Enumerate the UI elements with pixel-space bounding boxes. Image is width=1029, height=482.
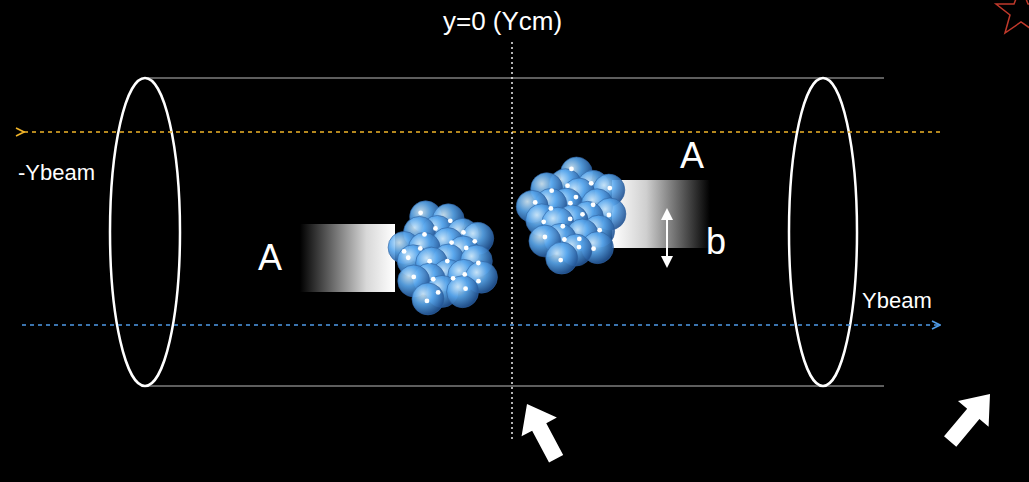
beam-axis: [24, 131, 940, 133]
parton-dot: [431, 277, 436, 282]
parton-dot: [422, 232, 427, 237]
parton-dot: [568, 201, 573, 206]
parton-dot: [418, 210, 423, 215]
parton-dot: [607, 213, 612, 218]
parton-dot: [577, 237, 582, 242]
parton-dot: [402, 249, 407, 254]
nucleus-label: A: [680, 138, 704, 174]
parton-dot: [568, 217, 573, 222]
parton-dot: [451, 276, 456, 281]
parton-dot: [542, 235, 547, 240]
parton-dot: [445, 259, 450, 264]
parton-dot: [565, 183, 570, 188]
parton-dot: [577, 245, 582, 250]
parton-dot: [425, 299, 430, 304]
midrapidity-line: [511, 42, 512, 440]
axis-label: -Ybeam: [18, 162, 95, 184]
cylinder-edge: [145, 386, 884, 387]
parton-dot: [448, 218, 453, 223]
parton-dot: [569, 167, 574, 172]
impact-parameter-label: b: [706, 224, 726, 260]
parton-dot: [464, 246, 469, 251]
star-mark: [996, 0, 1029, 33]
parton-dot: [574, 195, 579, 200]
pointer-arrow: [935, 381, 1005, 454]
parton-dot: [562, 237, 567, 242]
pointer-arrow: [509, 395, 573, 469]
parton-dot: [597, 228, 602, 233]
parton-dot: [476, 261, 481, 266]
nucleus-trail: [300, 224, 395, 292]
parton-dot: [472, 239, 477, 244]
cylinder-end: [789, 78, 857, 386]
parton-dot: [560, 224, 565, 229]
parton-dot: [427, 259, 432, 264]
parton-dot: [589, 181, 594, 186]
parton-dot: [418, 246, 423, 251]
parton-dot: [533, 200, 538, 205]
beam-axis: [22, 324, 940, 326]
parton-dot: [541, 219, 546, 224]
cylinder-end: [110, 78, 180, 386]
parton-dot: [476, 279, 481, 284]
parton-dot: [591, 202, 596, 207]
parton-dot: [548, 206, 553, 211]
parton-dot: [580, 212, 585, 217]
nucleus: [516, 157, 626, 274]
cylinder-edge: [145, 78, 884, 79]
nucleon: [412, 283, 444, 315]
axis-label: Ybeam: [862, 290, 932, 312]
nucleus: [388, 201, 497, 315]
parton-dot: [607, 186, 612, 191]
nucleon: [447, 276, 479, 308]
impact-parameter-arrow: [666, 214, 668, 262]
parton-dot: [463, 286, 468, 291]
parton-dot: [462, 272, 467, 277]
parton-dot: [436, 290, 441, 295]
parton-dot: [549, 188, 554, 193]
nucleon: [546, 242, 578, 274]
parton-dot: [558, 258, 563, 263]
parton-dot: [411, 275, 416, 280]
nucleus-label: A: [258, 240, 282, 276]
parton-dot: [461, 230, 466, 235]
parton-dot: [591, 246, 596, 251]
nucleus-trail: [612, 180, 710, 248]
parton-dot: [433, 226, 438, 231]
parton-dot: [449, 240, 454, 245]
axis-label: y=0 (Ycm): [443, 8, 562, 34]
parton-dot: [406, 255, 411, 260]
